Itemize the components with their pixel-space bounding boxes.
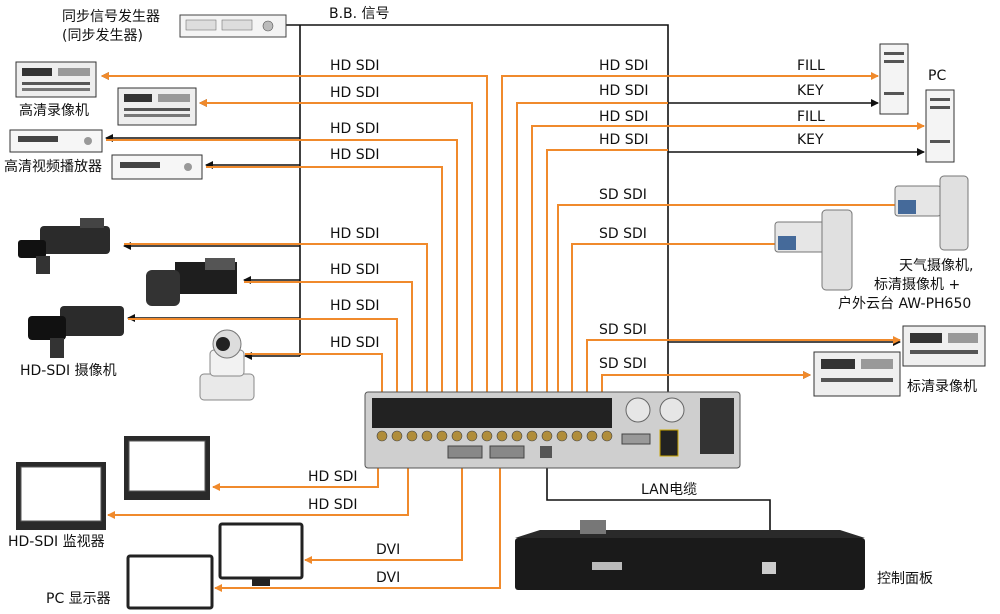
weather-camera-label-3: 户外云台 AW-PH650: [838, 295, 971, 312]
sd-sdi-label-4: SD SDI: [599, 356, 647, 372]
bnc-connector: [436, 430, 448, 442]
sd-sdi-label-2: SD SDI: [599, 226, 647, 242]
bnc-connector: [451, 430, 463, 442]
sync-generator-device: [179, 14, 287, 38]
pc-label: PC: [928, 68, 946, 84]
bb-signal-label: B.B. 信号: [329, 6, 390, 22]
hdsdi-in-camera-1: [124, 243, 428, 430]
hd-sdi-camera-label: HD-SDI 摄像机: [20, 363, 117, 379]
bnc-connectors: [376, 430, 613, 442]
hd-sdi-label-3: HD SDI: [330, 121, 380, 137]
lan-cable-label: LAN电缆: [641, 482, 697, 498]
hd-sdi-label-7: HD SDI: [330, 298, 380, 314]
pc-display-device-2: [126, 554, 214, 610]
weather-camera-label-1: 天气摄像机,: [899, 258, 973, 274]
pc-display-device-1: [218, 522, 304, 586]
pc-device-2: [925, 89, 955, 163]
hdsdi-out-recorder-1: [101, 72, 488, 430]
hdsdi-out-monitor-2: [107, 458, 409, 519]
dvi-out-display-2: [214, 458, 501, 592]
hdsdi-in-camera-2: [244, 281, 413, 430]
hdsdi-in-player-2: [206, 166, 443, 430]
sdsdi-in-weather-2: [571, 243, 775, 430]
dvi-out-display-1: [304, 458, 463, 564]
sdsdi-in-weather-1: [557, 204, 895, 430]
hd-sdi-label-9: HD SDI: [599, 58, 649, 74]
fill-line-2: [531, 122, 925, 430]
bnc-connector: [376, 430, 388, 442]
fill-label-2: FILL: [797, 109, 825, 125]
bnc-connector: [586, 430, 598, 442]
bnc-connector: [571, 430, 583, 442]
control-panel-label: 控制面板: [877, 571, 933, 587]
bnc-connector: [496, 430, 508, 442]
hd-sdi-label-10: HD SDI: [599, 83, 649, 99]
dvi-label-2: DVI: [376, 570, 400, 586]
hd-recorder-device-1: [15, 61, 97, 98]
fill-line-1: [501, 72, 879, 430]
control-panel-device: [515, 520, 865, 590]
broadcast-camera-1: [18, 218, 110, 274]
hdsdi-in-player-1: [106, 139, 458, 430]
bnc-connector: [541, 430, 553, 442]
hd-sdi-label-11: HD SDI: [599, 109, 649, 125]
key-label-1: KEY: [797, 83, 824, 99]
bnc-connector: [391, 430, 403, 442]
sd-sdi-label-3: SD SDI: [599, 322, 647, 338]
hd-sdi-label-4: HD SDI: [330, 147, 380, 163]
key-orange-2: [546, 149, 668, 430]
key-orange-1: [516, 102, 668, 430]
hd-sdi-label-5: HD SDI: [330, 226, 380, 242]
hd-player-label: 高清视频播放器: [4, 158, 102, 175]
sd-recorder-label: 标清录像机: [907, 379, 977, 395]
pc-device-1: [879, 43, 909, 115]
hd-sdi-monitor-out-label-2: HD SDI: [308, 497, 358, 513]
hd-sdi-label-1: HD SDI: [330, 58, 380, 74]
bnc-connector: [526, 430, 538, 442]
hdsdi-out-recorder-2: [199, 99, 473, 430]
weather-camera-2: [774, 209, 853, 291]
hd-sdi-label-8: HD SDI: [330, 335, 380, 351]
box-camera-2: [146, 258, 237, 306]
broadcast-camera-3: [28, 306, 124, 358]
sd-sdi-label-1: SD SDI: [599, 187, 647, 203]
sd-recorder-device-1: [902, 325, 986, 367]
bb-line: [285, 24, 669, 398]
weather-camera-label-2: 标清摄像机 +: [874, 277, 960, 293]
sync-generator-sublabel: (同步发生器): [62, 28, 143, 44]
hd-sdi-monitor-out-label-1: HD SDI: [308, 469, 358, 485]
sd-recorder-device-2: [813, 351, 901, 397]
hd-sdi-label-12: HD SDI: [599, 132, 649, 148]
bnc-connector: [511, 430, 523, 442]
hdsdi-in-ptz-camera: [245, 353, 383, 430]
dvi-label-1: DVI: [376, 542, 400, 558]
hd-player-device-1: [9, 129, 103, 153]
hd-sdi-label-6: HD SDI: [330, 262, 380, 278]
hd-sdi-monitor-device-2: [16, 462, 106, 530]
hd-player-device-2: [111, 154, 203, 180]
hd-recorder-label: 高清录像机: [19, 102, 89, 119]
hd-sdi-monitor-device-1: [124, 436, 210, 500]
bnc-connector: [481, 430, 493, 442]
hd-recorder-device-2: [117, 87, 197, 126]
bnc-connector: [466, 430, 478, 442]
switcher-rear-panel: [364, 391, 741, 469]
key-label-2: KEY: [797, 132, 824, 148]
fill-label-1: FILL: [797, 58, 825, 74]
bnc-connector: [406, 430, 418, 442]
hd-sdi-label-2: HD SDI: [330, 85, 380, 101]
bnc-connector: [601, 430, 613, 442]
pc-display-label: PC 显示器: [46, 591, 111, 607]
weather-camera-1: [894, 175, 969, 251]
sync-generator-label: 同步信号发生器: [62, 9, 160, 25]
bnc-connector: [421, 430, 433, 442]
ptz-camera: [199, 329, 255, 401]
bnc-connector: [556, 430, 568, 442]
hd-sdi-monitor-label: HD-SDI 监视器: [8, 534, 105, 550]
